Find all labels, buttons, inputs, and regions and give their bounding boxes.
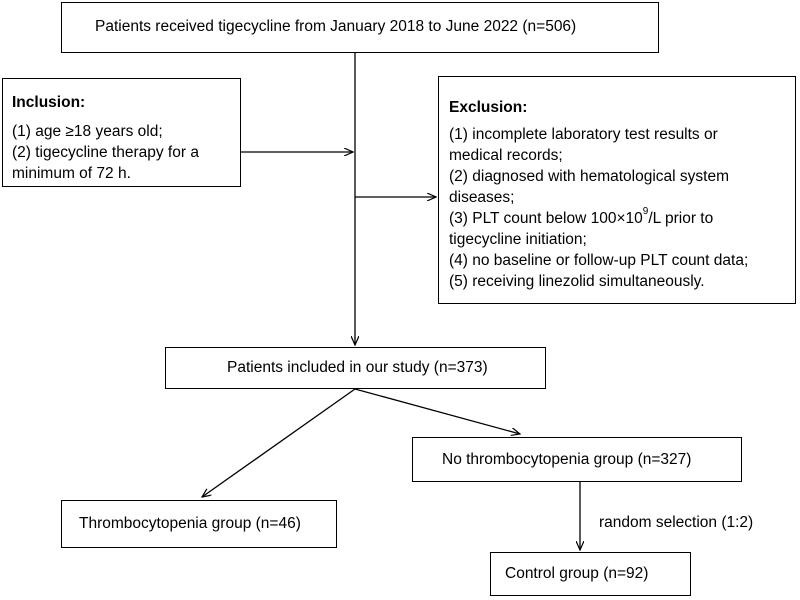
- control-box: [490, 552, 691, 596]
- exclusion-title: Exclusion:: [449, 99, 528, 116]
- control-box-label: Control group (n=92): [505, 565, 649, 582]
- inclusion-title: Inclusion:: [12, 94, 86, 111]
- included-box-label: Patients included in our study (n=373): [227, 359, 488, 376]
- exclusion-line-3: (2) diagnosed with hematological system: [449, 168, 729, 185]
- top-box: [61, 2, 659, 53]
- inclusion-box: [2, 78, 241, 187]
- exclusion-line-5: (3) PLT count below 100×109/L prior to: [449, 206, 714, 230]
- inclusion-item-3: minimum of 72 h.: [12, 165, 131, 182]
- exclusion-line-1: (1) incomplete laboratory test results o…: [449, 126, 718, 143]
- to-no-thrombocytopenia-arrow: [354, 388, 520, 434]
- exclusion-line-6: tigecycline initiation;: [449, 231, 587, 248]
- included-box: [165, 347, 546, 389]
- exclusion-line-4: diseases;: [449, 189, 515, 206]
- thrombocytopenia-box-label: Thrombocytopenia group (n=46): [79, 515, 301, 532]
- no-thrombocytopenia-box-label: No thrombocytopenia group (n=327): [442, 451, 692, 468]
- inclusion-item-1: (1) age ≥18 years old;: [12, 123, 163, 140]
- exclusion-line-5-main: (3) PLT count below 100×10: [449, 210, 643, 227]
- exclusion-box: [438, 76, 796, 304]
- exclusion-line-5-superscript: 9: [642, 206, 649, 217]
- no-thrombocytopenia-box: [412, 437, 742, 482]
- random-selection-label: random selection (1:2): [599, 514, 754, 531]
- exclusion-line-2: medical records;: [449, 147, 563, 164]
- top-box-label: Patients received tigecycline from Janua…: [95, 18, 577, 35]
- exclusion-line-7: (4) no baseline or follow-up PLT count d…: [449, 252, 749, 269]
- exclusion-line-5-unit: /L prior to: [648, 210, 714, 227]
- inclusion-item-2: (2) tigecycline therapy for a: [12, 144, 199, 161]
- exclusion-line-8: (5) receiving linezolid simultaneously.: [449, 273, 705, 290]
- thrombocytopenia-box: [61, 500, 337, 548]
- to-thrombocytopenia-arrow: [202, 388, 356, 497]
